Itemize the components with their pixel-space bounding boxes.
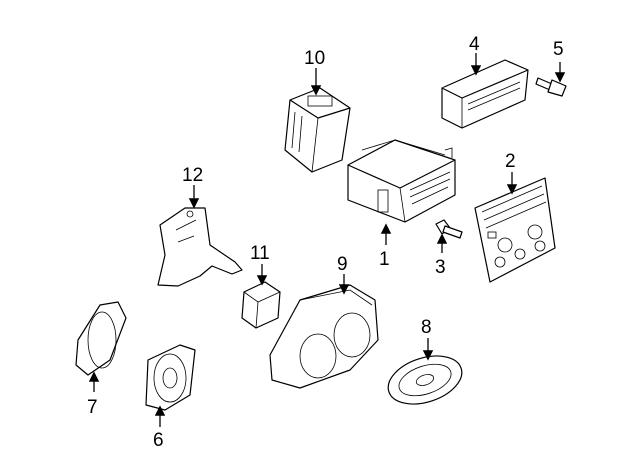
part-9-subwoofer-enclosure[interactable] <box>269 284 379 389</box>
part-5-screw[interactable] <box>535 77 567 97</box>
part-3-bolt[interactable] <box>435 219 463 239</box>
callout-5: 5 <box>553 39 564 60</box>
part-1-radio-unit[interactable] <box>347 139 456 223</box>
callout-3: 3 <box>435 257 446 278</box>
callout-8: 8 <box>421 317 432 338</box>
part-12-bracket[interactable] <box>157 207 243 287</box>
callout-6: 6 <box>153 430 164 451</box>
callout-10: 10 <box>304 48 325 69</box>
callout-12: 12 <box>182 165 203 186</box>
part-7-speaker-frame[interactable] <box>75 301 127 376</box>
callout-7: 7 <box>87 397 98 418</box>
part-2-control-panel[interactable] <box>474 177 556 283</box>
callout-11: 11 <box>250 243 270 264</box>
part-10-amplifier[interactable] <box>284 87 351 173</box>
callout-1: 1 <box>379 249 390 270</box>
part-4-module[interactable] <box>441 59 529 129</box>
callout-2: 2 <box>505 151 516 172</box>
part-11-small-module[interactable] <box>241 281 281 329</box>
callout-4: 4 <box>469 34 480 55</box>
part-6-speaker[interactable] <box>145 344 196 411</box>
callout-9: 9 <box>337 254 348 275</box>
part-8-oval-speaker[interactable] <box>382 347 468 412</box>
